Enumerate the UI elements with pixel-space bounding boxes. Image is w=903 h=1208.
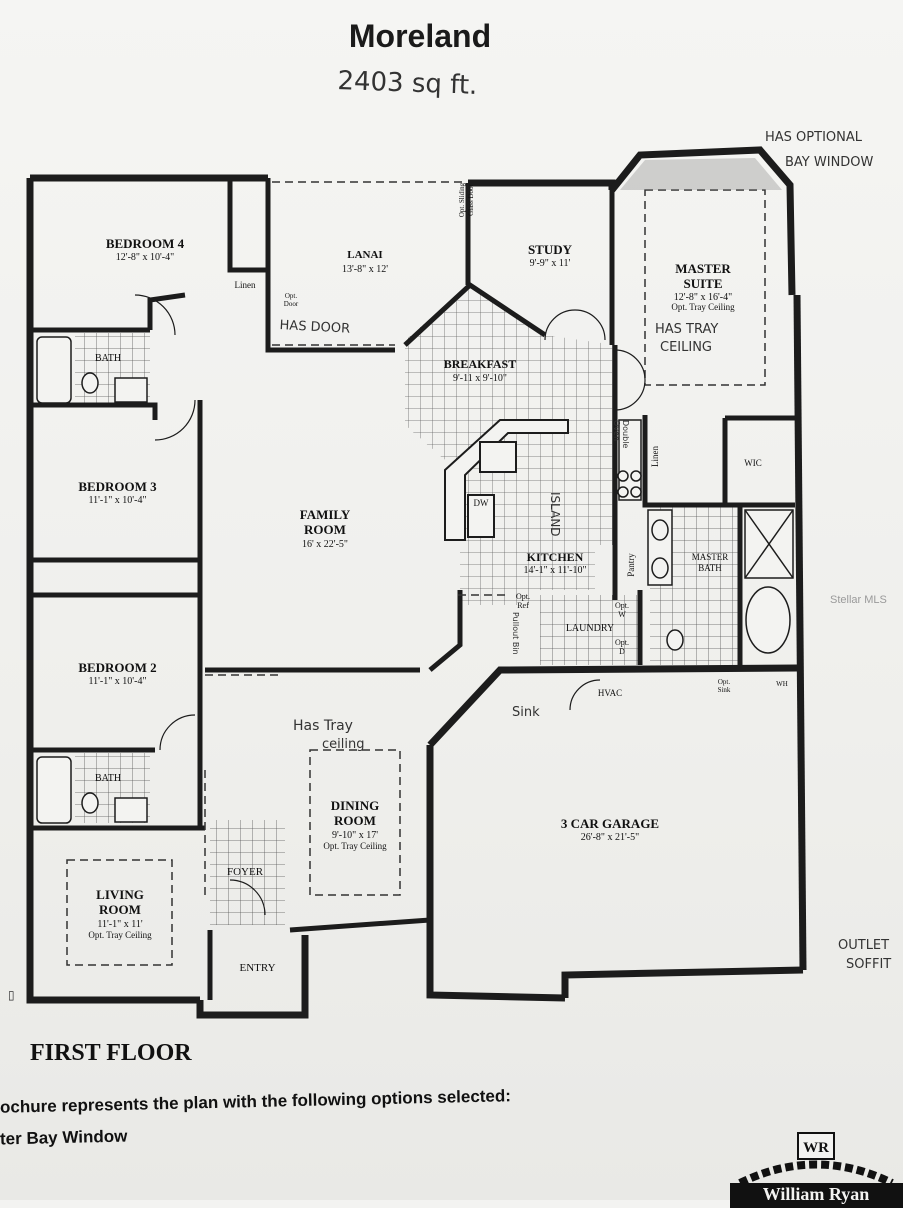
opt-dryer-label-line1: Opt.	[615, 638, 629, 647]
bedroom2-dim: 11'-1" x 10'-4"	[88, 676, 147, 687]
master-suite-dim: 12'-8" x 16'-4"	[673, 292, 733, 303]
master-tray-note-line2: CEILING	[660, 340, 712, 355]
opt-sliding-door-label-line2: Glass Door	[467, 184, 475, 216]
garage-label: 3 CAR GARAGE	[560, 816, 660, 831]
bedroom4-label: BEDROOM 4	[105, 236, 185, 251]
logo-monogram: WR	[803, 1140, 829, 1156]
bay-window-note-line2: BAY WINDOW	[785, 155, 874, 170]
dining-room-label-line2: ROOM	[334, 813, 376, 828]
linen-label: Linen	[234, 280, 256, 290]
master-tray-note-line1: HAS TRAY	[655, 322, 719, 337]
kitchen-island	[444, 419, 569, 541]
opt-ref-label-line1: Opt.	[516, 592, 530, 601]
opt-sink-label-line1: Opt.	[717, 678, 731, 686]
island-note: ISLAND	[548, 492, 562, 537]
builder-logo: WR William Ryan	[730, 1132, 903, 1208]
dishwasher-label: DW	[473, 498, 489, 508]
options-item: ter Bay Window	[0, 1126, 128, 1149]
living-room-dim: 11'-1" x 11'	[97, 919, 143, 930]
bedroom2-label: BEDROOM 2	[78, 660, 157, 675]
foyer-label: FOYER	[226, 866, 264, 878]
door-swings	[134, 294, 646, 916]
foyer-tile-floor	[210, 820, 285, 925]
garage-dim: 26'-8" x 21'-5"	[580, 832, 640, 843]
laundry-tile-floor	[540, 595, 640, 665]
lanai-label: LANAI	[347, 249, 383, 261]
breakfast-label: BREAKFAST	[443, 357, 517, 371]
living-room-label-line2: ROOM	[99, 902, 141, 917]
bath2-label: BATH	[94, 773, 122, 784]
family-room-label-line2: ROOM	[304, 522, 346, 537]
opt-sink-label-line2: Sink	[717, 686, 731, 694]
double-oven-note: Double Oven	[612, 420, 630, 449]
bath-fixtures	[36, 336, 794, 824]
opt-door-label-line1: Opt.	[284, 292, 298, 300]
interior-walls	[30, 178, 795, 1000]
master-suite-label-line1: MASTER	[675, 261, 731, 276]
exterior-walls	[26, 146, 807, 1019]
linen2-label: Linen	[650, 446, 660, 467]
laundry-label: LAUNDRY	[565, 623, 615, 634]
bath-label: BATH	[94, 353, 122, 364]
plan-title: Moreland	[348, 18, 492, 54]
dining-tray-note-line2: ceiling	[322, 737, 365, 752]
pullout-bin-note: Pullout Bin	[511, 612, 520, 655]
bedroom3-label: BEDROOM 3	[78, 479, 157, 494]
master-suite-note: Opt. Tray Ceiling	[671, 302, 735, 312]
mls-watermark: Stellar MLS	[830, 594, 887, 606]
bedroom4-dim: 12'-8" x 10'-4"	[115, 252, 175, 263]
opt-sliding-door-label-line1: Opt. Sliding	[458, 182, 466, 218]
outlet-note-line1: OUTLET	[838, 938, 890, 953]
master-suite-label-line2: SUITE	[683, 276, 723, 291]
opt-dryer-label-line2: D	[619, 647, 625, 656]
dining-tray-note-line1: Has Tray	[293, 718, 353, 734]
pantry-label: Pantry	[626, 553, 636, 577]
breakfast-dim: 9'-11 x 9'-10"	[453, 373, 507, 384]
entry-label: ENTRY	[239, 962, 276, 974]
master-bath-label-line2: BATH	[698, 563, 722, 573]
logo-wordmark: William Ryan	[763, 1184, 870, 1204]
dashed-openings	[66, 181, 766, 966]
lanai-dim: 13'-8" x 12'	[341, 264, 388, 275]
dining-room-dim: 9'-10" x 17'	[331, 830, 378, 841]
kitchen-label: KITCHEN	[526, 550, 584, 564]
family-room-dim: 16' x 22'-5"	[301, 539, 348, 550]
dining-room-note: Opt. Tray Ceiling	[323, 841, 387, 851]
opt-washer-label-line1: Opt.	[615, 601, 629, 610]
opt-ref-label-line2: Ref	[517, 601, 529, 610]
bay-window-note-line1: HAS OPTIONAL	[765, 130, 862, 145]
bedroom3-dim: 11'-1" x 10'-4"	[88, 495, 147, 506]
opt-washer-label-line2: W	[618, 610, 626, 619]
opt-door-label-line2: Door	[283, 300, 299, 308]
water-heater-label: WH	[776, 680, 788, 688]
sink-note: Sink	[512, 705, 540, 720]
family-room-label-line1: FAMILY	[299, 507, 351, 522]
kitchen-dim: 14'-1" x 11'-10"	[523, 565, 587, 576]
floor-label: FIRST FLOOR	[30, 1040, 192, 1066]
study-dim: 9'-9" x 11'	[529, 258, 571, 269]
bay-window	[620, 158, 782, 190]
study-label: STUDY	[527, 242, 573, 257]
wic-label: WIC	[744, 458, 762, 468]
master-bath-label-line1: MASTER	[691, 552, 729, 562]
outlet-note-line2: SOFFIT	[846, 957, 892, 972]
living-room-note: Opt. Tray Ceiling	[88, 930, 152, 940]
dining-room-label-line1: DINING	[330, 798, 380, 813]
edge-mark: ▯	[8, 988, 15, 1002]
living-room-label-line1: LIVING	[96, 887, 144, 902]
hvac-label: HVAC	[597, 688, 623, 698]
